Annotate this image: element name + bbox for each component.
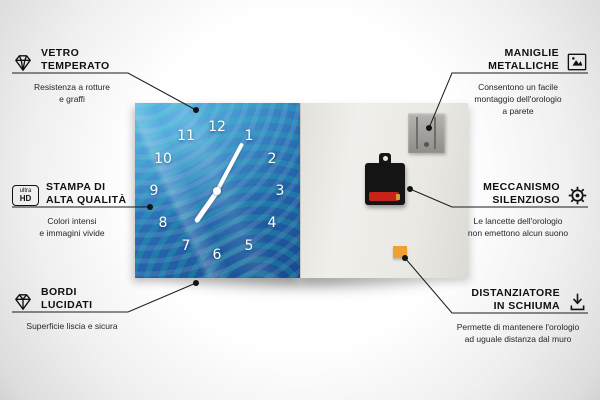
callout-subtitle: Superficie liscia e sicura (26, 321, 118, 332)
callout-title: MANIGLIE METALLICHE (488, 47, 559, 72)
callout-foam-spacer: DISTANZIATORE IN SCHIUMA Permette di man… (448, 287, 588, 346)
battery (369, 192, 400, 201)
callout-silent-mechanism: MECCANISMO SILENZIOSO Le lancette dell'o… (448, 181, 588, 240)
clock-number: 9 (149, 183, 159, 199)
callout-subtitle: Consentono un facile montaggio dell'orol… (474, 82, 562, 116)
clock-number: 6 (212, 247, 222, 263)
callout-subtitle: Le lancette dell'orologio non emettono a… (467, 216, 569, 239)
clock-number: 7 (181, 238, 191, 254)
ultra-hd-label-top: ultra (19, 187, 32, 194)
callout-title: MECCANISMO SILENZIOSO (483, 181, 560, 206)
clock-mechanism (365, 153, 407, 209)
foam-spacer (393, 246, 407, 258)
minute-hand (215, 142, 245, 192)
callout-polished-edges: BORDI LUCIDATI Superficie liscia e sicur… (12, 286, 132, 333)
clock-number: 11 (177, 128, 195, 144)
clock-number: 1 (244, 128, 254, 144)
clock-number: 12 (208, 119, 226, 135)
metal-hanger-plate (408, 113, 445, 153)
callout-title: DISTANZIATORE IN SCHIUMA (471, 287, 560, 312)
clock-number: 2 (267, 151, 277, 167)
clock-center-cap (213, 187, 221, 195)
callout-tempered-glass: VETRO TEMPERATO Resistenza a rotture e g… (12, 47, 132, 106)
clock-number: 4 (267, 215, 277, 231)
callout-subtitle: Permette di mantenere l'orologio ad ugua… (456, 322, 580, 345)
arrow-down-icon (567, 292, 588, 312)
gem-icon (12, 293, 34, 311)
clock-front-face: 12 1 2 3 4 5 6 7 8 9 10 11 (135, 103, 300, 278)
ultra-hd-label-bottom: HD (19, 193, 32, 203)
clock-number: 10 (154, 151, 172, 167)
callout-title: VETRO TEMPERATO (41, 47, 110, 72)
ultra-hd-icon: ultra HD (12, 185, 39, 207)
clock-number: 3 (275, 183, 285, 199)
callout-title: BORDI LUCIDATI (41, 286, 93, 311)
callout-title: STAMPA DI ALTA QUALITÀ (46, 181, 127, 206)
clock-number: 5 (244, 238, 254, 254)
wall-mount-icon (566, 52, 588, 72)
callout-subtitle: Resistenza a rotture e graffi (33, 82, 111, 105)
callout-high-quality-print: ultra HD STAMPA DI ALTA QUALITÀ Colori i… (12, 181, 132, 240)
diamond-icon (12, 54, 34, 72)
clock-number: 8 (158, 215, 168, 231)
clock-back-panel (300, 103, 468, 278)
mechanism-body (365, 163, 405, 205)
gear-icon (567, 185, 588, 206)
callout-metal-handles: MANIGLIE METALLICHE Consentono un facile… (448, 47, 588, 118)
callout-subtitle: Colori intensi e immagini vivide (39, 216, 105, 239)
